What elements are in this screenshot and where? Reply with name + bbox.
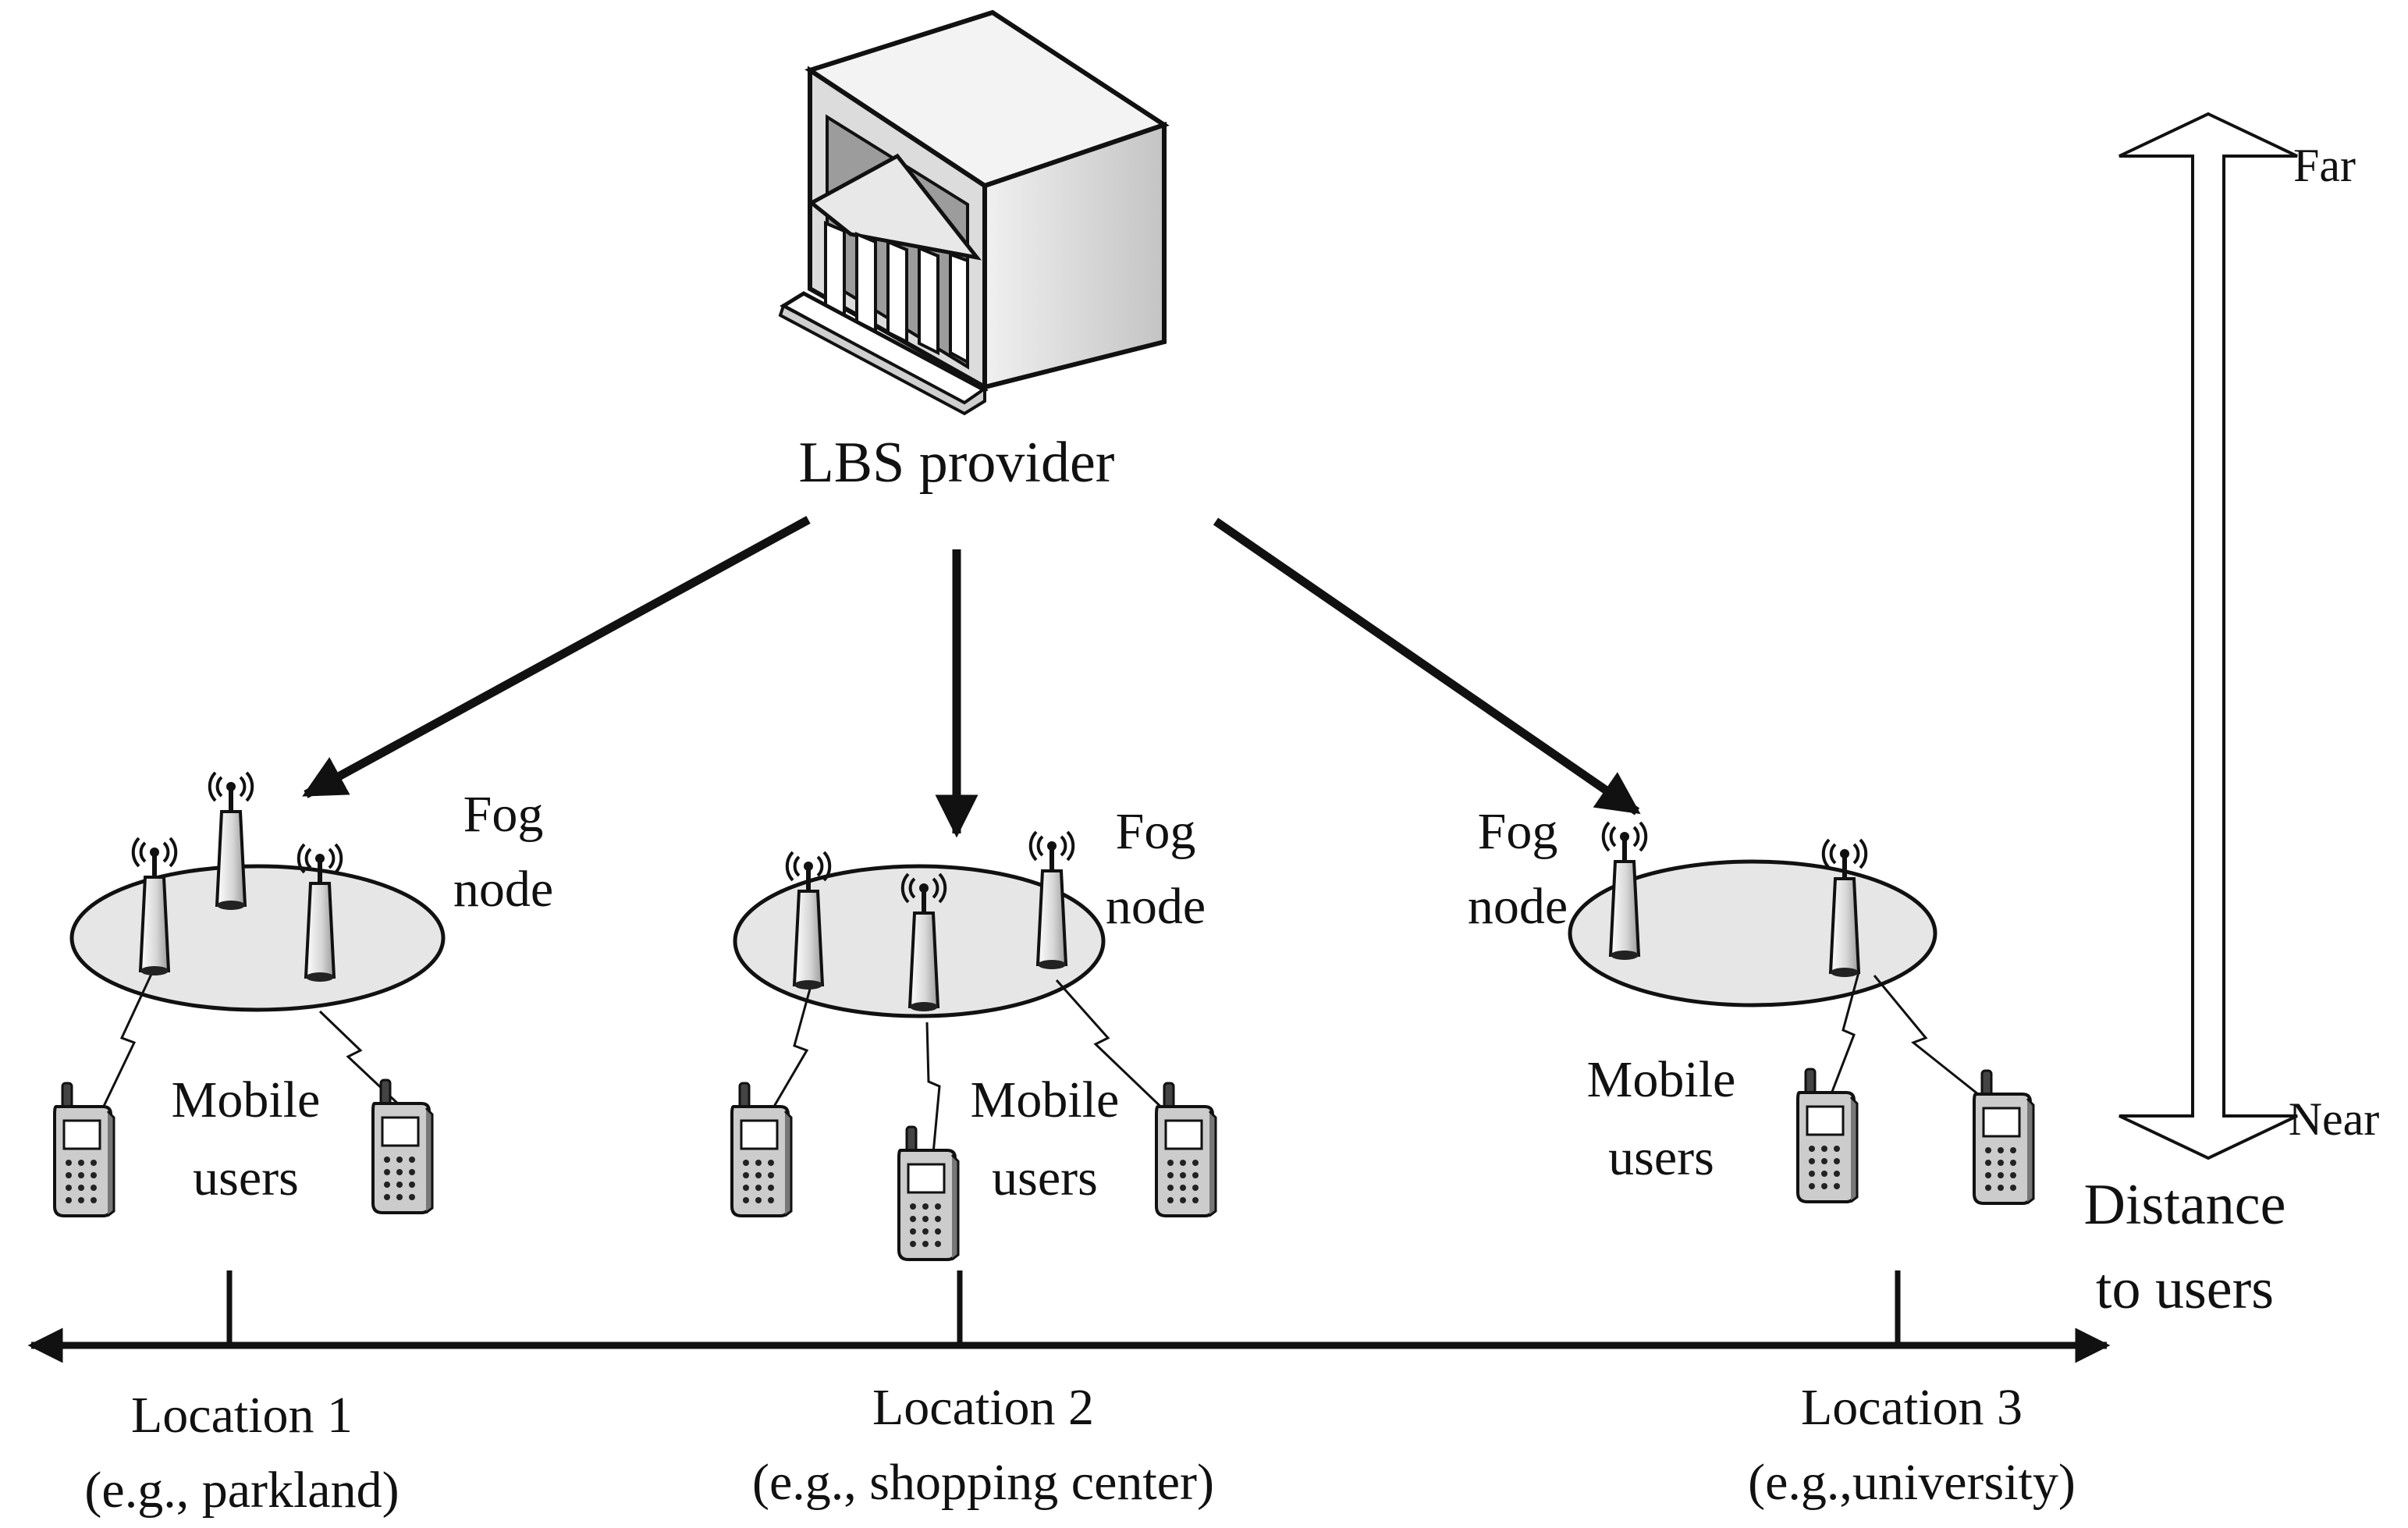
distance-far-label: Far xyxy=(2293,140,2356,191)
location-label-2: Location 2 (e.g., shopping center) xyxy=(687,1370,1280,1520)
fog-node-area-1 xyxy=(69,864,446,1012)
distance-scale-arrow xyxy=(2119,112,2298,1160)
fog-node-label-2: Fog node xyxy=(1066,794,1245,944)
distance-caption-line-2: to users xyxy=(2095,1257,2275,1321)
fog-label-line-2: node xyxy=(1467,878,1568,935)
location-example: (e.g., shopping center) xyxy=(752,1454,1214,1511)
mobile-phone-icon xyxy=(1155,1082,1217,1217)
mobile-phone-icon xyxy=(371,1078,434,1214)
fog-label-line-1: Fog xyxy=(463,786,544,843)
users-label-line-2: users xyxy=(1608,1129,1714,1186)
arrow-provider-to-fog-1 xyxy=(302,516,811,798)
users-label-line-2: users xyxy=(193,1150,299,1206)
mobile-users-label-2: Mobile users xyxy=(932,1061,1158,1217)
fog-label-line-2: node xyxy=(453,861,554,918)
location-label-3: Location 3 (e.g.,university) xyxy=(1678,1370,2146,1520)
arrow-provider-to-fog-3 xyxy=(1213,517,1641,816)
mobile-phone-icon xyxy=(1796,1068,1859,1203)
location-label-1: Location 1 (e.g., parkland) xyxy=(23,1378,460,1528)
provider-label: LBS provider xyxy=(798,431,1115,495)
location-name: Location 1 xyxy=(130,1387,353,1444)
users-label-line-1: Mobile xyxy=(171,1071,321,1128)
fog-node-label-3: Fog node xyxy=(1428,794,1607,944)
fog-label-line-1: Fog xyxy=(1477,803,1558,860)
distance-caption-line-1: Distance xyxy=(2083,1173,2286,1237)
distance-near-label: Near xyxy=(2288,1093,2380,1145)
location-example: (e.g.,university) xyxy=(1748,1454,2076,1511)
fog-label-line-2: node xyxy=(1105,878,1206,935)
location-name: Location 3 xyxy=(1800,1379,2023,1436)
location-name: Location 2 xyxy=(872,1379,1095,1436)
mobile-users-label-1: Mobile users xyxy=(133,1061,359,1217)
mobile-phone-icon xyxy=(1973,1069,2035,1205)
mobile-users-label-3: Mobile users xyxy=(1548,1041,1774,1197)
fog-label-line-1: Fog xyxy=(1115,803,1196,860)
server-building-icon xyxy=(778,9,1170,416)
distance-caption: Distance to users xyxy=(2044,1163,2325,1331)
location-example: (e.g., parkland) xyxy=(84,1462,400,1519)
users-label-line-1: Mobile xyxy=(1586,1051,1736,1108)
mobile-phone-icon xyxy=(730,1082,793,1217)
wireless-links xyxy=(97,970,1983,1154)
users-label-line-2: users xyxy=(992,1150,1098,1206)
users-label-line-1: Mobile xyxy=(970,1071,1120,1128)
fog-node-label-1: Fog node xyxy=(414,777,593,927)
